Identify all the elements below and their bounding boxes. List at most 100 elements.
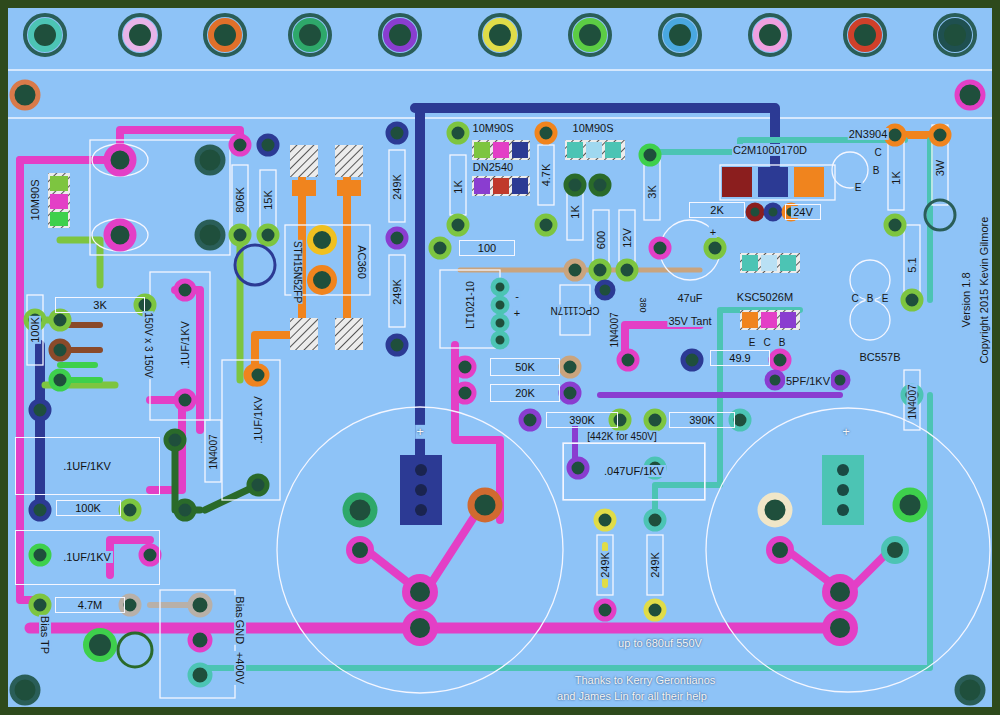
pcb-art: [205, 420, 221, 482]
silkscreen-label: E: [881, 293, 890, 304]
pcb-art: [591, 176, 609, 194]
pcb-art: [60, 240, 100, 285]
pcb-art: [141, 546, 159, 564]
pcb-art: [931, 126, 949, 144]
pcb-art: [644, 160, 660, 220]
pcb-art: [118, 633, 152, 667]
silkscreen-label: 10M90S: [472, 122, 515, 134]
component-outline: .1UF/1KV: [15, 437, 160, 495]
pcb-art: [837, 484, 849, 496]
silkscreen-label: Copyright 2015 Kevin Gilmore: [978, 216, 990, 365]
pcb-art: [886, 126, 904, 144]
pcb-art: [480, 15, 520, 55]
silkscreen-label: AC360: [356, 244, 368, 280]
silkscreen-label: +: [513, 307, 521, 319]
silkscreen-label: 10M90S: [29, 179, 41, 222]
pcb-art: [249, 476, 267, 494]
pcb-art: [591, 261, 609, 279]
silkscreen-label: 35V Tant: [667, 315, 712, 327]
pcb-art: [683, 351, 701, 369]
pcb-art: [292, 180, 316, 196]
pcb-art: [400, 455, 442, 525]
pcb-art: [904, 370, 920, 430]
silkscreen-label: 5.1: [906, 256, 918, 273]
pcb-art: [660, 15, 700, 55]
silkscreen-label: 3K: [646, 184, 658, 199]
pcb-art: [51, 371, 69, 389]
pcb-art: [92, 219, 148, 251]
pcb-art: [888, 140, 904, 210]
pcb-art: [277, 407, 563, 693]
component-outline: .1UF/1KV: [15, 530, 160, 585]
pcb-art: [586, 142, 602, 158]
pcb-art: [641, 146, 659, 164]
pcb-art: [107, 222, 133, 248]
pcb-art: [472, 176, 530, 196]
pcb-art: [335, 145, 363, 177]
part-value: 24V: [791, 206, 815, 219]
pcb-art: [455, 345, 500, 520]
pcb-art: [260, 170, 276, 230]
pcb-art: [570, 15, 610, 55]
silkscreen-label: 806K: [234, 186, 246, 214]
pcb-art: [259, 226, 277, 244]
pcb-art: [740, 253, 800, 273]
part-value: 50K: [513, 361, 537, 374]
pcb-art: [474, 178, 490, 194]
pcb-art: [845, 15, 885, 55]
pcb-art: [575, 395, 840, 465]
part-value: 390K: [567, 414, 597, 427]
pcb-art: [8, 117, 992, 119]
pcb-art: [35, 345, 45, 515]
pcb-art: [25, 15, 975, 55]
pcb-art: [512, 178, 528, 194]
part-value: 4.7M: [76, 599, 104, 612]
pcb-art: [756, 21, 784, 49]
silkscreen-label: 12V: [621, 227, 633, 249]
pcb-art: [415, 108, 775, 165]
silkscreen-label: 1N4007: [907, 383, 918, 420]
pcb-art: [706, 408, 990, 692]
silkscreen-label: LT1021-10: [465, 280, 476, 330]
pcb-art: [941, 21, 969, 49]
mounting-holes: [12, 15, 983, 703]
pcb-art: [837, 464, 849, 476]
pcb-art: [255, 135, 940, 375]
pcb-art: [389, 150, 405, 222]
silkscreen-label: 1K: [890, 170, 902, 185]
pcb-art: [896, 491, 924, 519]
component-outline: 390K: [669, 412, 735, 429]
pcb-art: [406, 578, 434, 606]
pcb-art: [957, 82, 983, 108]
pcb-art: [92, 144, 148, 176]
silkscreen-label: C: [762, 337, 771, 348]
pcb-art: [794, 167, 824, 197]
pcb-art: [761, 312, 777, 328]
silkscreen-label: .1UF/1KV: [252, 395, 264, 445]
silkscreen-label: 10M90S: [572, 122, 615, 134]
pcb-art: [290, 318, 318, 350]
pcb-art: [567, 142, 583, 158]
pcb-art: [51, 311, 69, 329]
pcb-art: [190, 630, 210, 650]
pcb-art: [832, 372, 848, 388]
pcb-art: [431, 239, 449, 257]
pcb-art: [576, 21, 604, 49]
pcb-art: [440, 270, 500, 348]
pcb-art: [200, 140, 930, 668]
pcb-art: [86, 631, 114, 659]
pcb-art: [826, 578, 854, 606]
pcb-art: [176, 501, 194, 519]
pcb-art: [231, 226, 249, 244]
pcb-art: [8, 8, 992, 707]
pcb-art: [415, 108, 425, 455]
pcb-art: [780, 255, 796, 271]
pcb-art: [249, 366, 267, 384]
pcb-art: [235, 245, 275, 285]
pcb-art: [618, 261, 636, 279]
pcb-art: [12, 82, 38, 108]
pcb-art: [646, 511, 664, 529]
silkscreen-label: CPC1117N: [549, 305, 600, 316]
silkscreen-label: 1K: [452, 179, 464, 194]
silkscreen-label: 249K: [649, 551, 661, 579]
